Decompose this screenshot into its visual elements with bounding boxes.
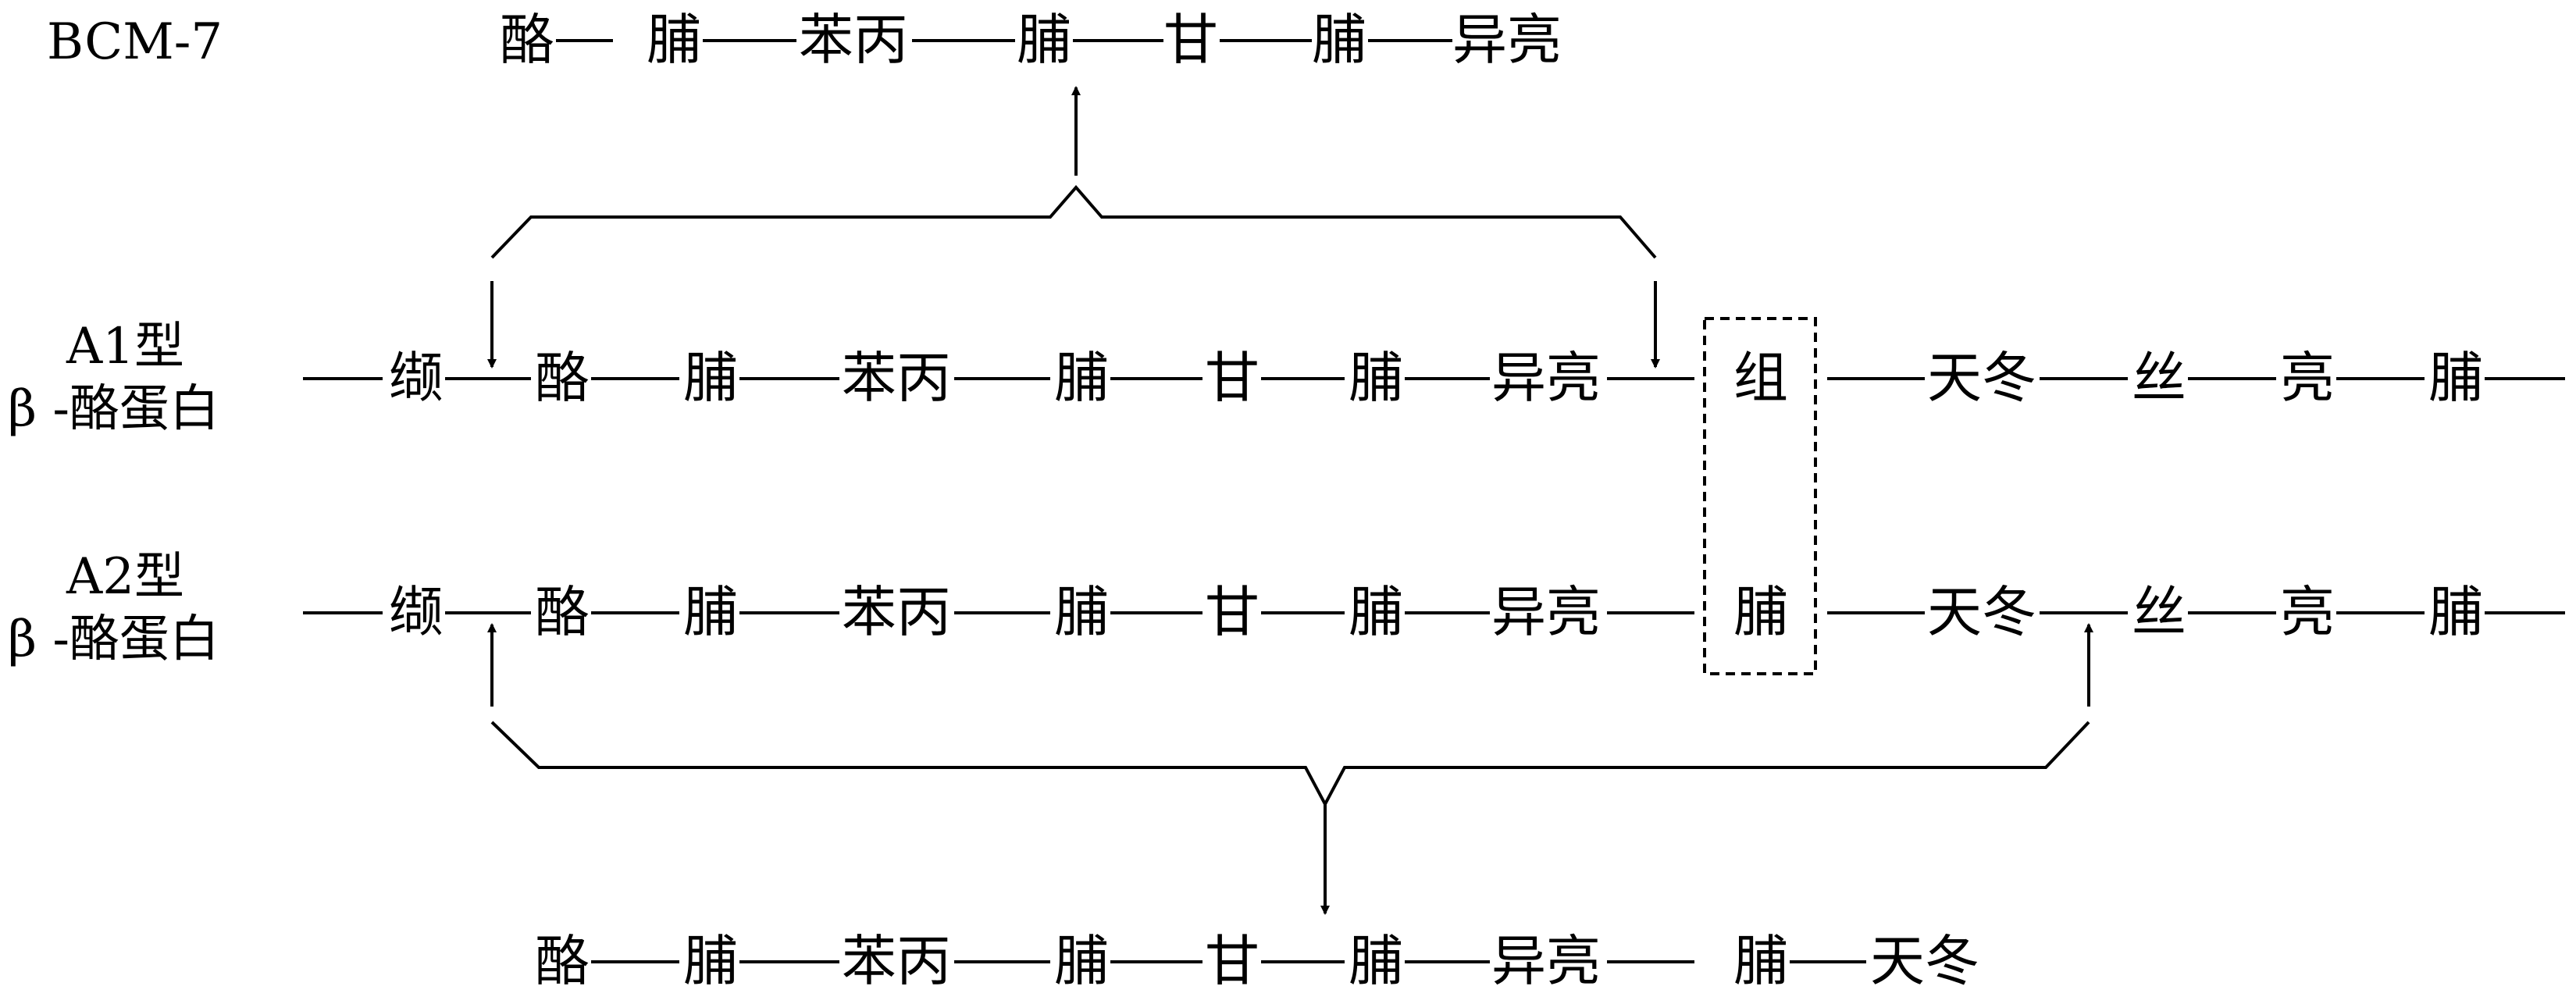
a2-residue: 丝 — [2132, 580, 2186, 644]
a1-residue: 缬 — [389, 346, 444, 410]
a1-label-line1: A1型 — [66, 318, 184, 376]
product-residue: 脯 — [1054, 929, 1109, 993]
a1-label-line2: β -酪蛋白 — [8, 380, 219, 438]
a2-label-line1: A2型 — [66, 548, 184, 606]
bcm7-residue: 脯 — [1017, 8, 1071, 72]
variant-position-box — [1703, 317, 1817, 675]
bcm7-residue: 苯丙 — [799, 8, 908, 72]
product-residue: 天冬 — [1870, 929, 1979, 993]
product-residue: 脯 — [1733, 929, 1788, 993]
a1-residue: 甘 — [1205, 346, 1259, 410]
bcm7-residue: 甘 — [1163, 8, 1218, 72]
a2-residue: 亮 — [2280, 580, 2335, 644]
a1-residue: 苯丙 — [842, 346, 951, 410]
brace — [490, 721, 2090, 808]
bcm7-label: BCM-7 — [47, 13, 223, 71]
a2-residue: 缬 — [389, 580, 444, 644]
product-residue: 苯丙 — [842, 929, 951, 993]
a2-residue-variant: 脯 — [1733, 580, 1788, 644]
a1-residue: 亮 — [2280, 346, 2335, 410]
bcm7-chain: 酪 脯 苯丙 脯 甘 脯 异亮 — [500, 8, 1562, 72]
bcm7-residue: 酪 — [500, 8, 554, 72]
bcm7-residue: 异亮 — [1452, 8, 1562, 72]
a2-residue: 天冬 — [1927, 580, 2036, 644]
a1-cleavage-brace — [487, 86, 1660, 368]
a1-residue: 丝 — [2132, 346, 2186, 410]
a2-residue: 苯丙 — [842, 580, 951, 644]
product-residue: 脯 — [1349, 929, 1403, 993]
a2-residue: 脯 — [2428, 580, 2483, 644]
a1-residue: 脯 — [683, 346, 738, 410]
a1-residue: 脯 — [1349, 346, 1403, 410]
product-residue: 异亮 — [1491, 929, 1601, 993]
a2-residue: 酪 — [535, 580, 590, 644]
a2-residue: 脯 — [683, 580, 738, 644]
a1-residue: 脯 — [2428, 346, 2483, 410]
a2-label-line2: β -酪蛋白 — [8, 611, 219, 668]
a2-product-chain: 酪 脯 苯丙 脯 甘 脯 异亮 脯 天冬 — [535, 929, 1979, 993]
a1-residue: 脯 — [1054, 346, 1109, 410]
a1-residue: 酪 — [535, 346, 590, 410]
a1-chain: 缬 酪 脯 苯丙 脯 甘 脯 异亮 组 天冬 丝 亮 脯 — [303, 346, 2565, 410]
bcm7-residue: 脯 — [1312, 8, 1366, 72]
a2-residue: 甘 — [1205, 580, 1259, 644]
a2-residue: 异亮 — [1491, 580, 1601, 644]
product-residue: 甘 — [1205, 929, 1259, 993]
a2-residue: 脯 — [1349, 580, 1403, 644]
a2-chain: 缬 酪 脯 苯丙 脯 甘 脯 异亮 脯 天冬 丝 亮 脯 — [303, 580, 2565, 644]
a1-residue: 天冬 — [1927, 346, 2036, 410]
bcm7-residue: 脯 — [647, 8, 701, 72]
product-residue: 酪 — [535, 929, 590, 993]
brace — [490, 184, 1657, 259]
a2-cleavage-brace — [487, 623, 2093, 915]
a2-residue: 脯 — [1054, 580, 1109, 644]
product-residue: 脯 — [683, 929, 738, 993]
a1-residue: 异亮 — [1491, 346, 1601, 410]
a1-residue-variant: 组 — [1733, 346, 1788, 410]
